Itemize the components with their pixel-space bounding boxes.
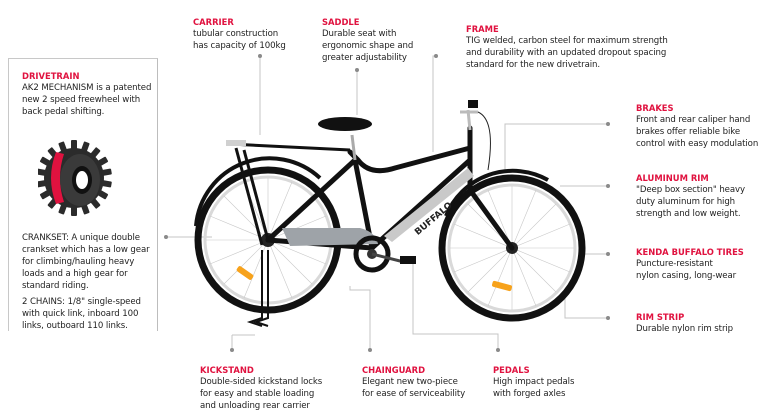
- callout-text: AK2 MECHANISM is a patented new 2 speed …: [22, 83, 152, 117]
- callout-title: CHAINGUARD: [362, 365, 426, 375]
- callout-title: DRIVETRAIN: [22, 71, 80, 81]
- callout-pedals: PEDALS High impact pedals with forged ax…: [493, 364, 574, 400]
- callout-text: "Deep box section" heavy duty aluminum f…: [636, 185, 746, 219]
- callout-saddle: SADDLE Durable seat with ergonomic shape…: [322, 16, 413, 64]
- callout-aluminum-rim: ALUMINUM RIM "Deep box section" heavy du…: [636, 172, 745, 220]
- callout-frame: FRAME TIG welded, carbon steel for maxim…: [466, 23, 668, 71]
- callout-text: Durable nylon rim strip: [636, 324, 734, 334]
- callout-rim-strip: RIM STRIP Durable nylon rim strip: [636, 311, 733, 335]
- callout-text: CRANKSET: A unique double crankset which…: [22, 233, 150, 291]
- callout-text: tubular construction has capacity of 100…: [193, 29, 286, 51]
- callout-text: Front and rear caliper hand brakes offer…: [636, 115, 759, 149]
- callout-chainguard: CHAINGUARD Elegant new two-piece for eas…: [362, 364, 465, 400]
- callout-text: Puncture-resistant nylon casing, long-we…: [636, 259, 737, 281]
- callout-title: ALUMINUM RIM: [636, 173, 709, 183]
- callout-text: Durable seat with ergonomic shape and gr…: [322, 29, 414, 63]
- callout-title: PEDALS: [493, 365, 530, 375]
- callout-drivetrain: DRIVETRAIN AK2 MECHANISM is a patented n…: [22, 70, 151, 118]
- callout-title: SADDLE: [322, 17, 360, 27]
- callout-title: RIM STRIP: [636, 312, 685, 322]
- callout-text: TIG welded, carbon steel for maximum str…: [466, 36, 668, 70]
- callout-kenda-tires: KENDA BUFFALO TIRES Puncture-resistant n…: [636, 246, 744, 282]
- callout-text: Double-sided kickstand locks for easy an…: [200, 377, 323, 411]
- freewheel-gear-image: [38, 140, 112, 216]
- callout-title: KICKSTAND: [200, 365, 254, 375]
- callout-title: KENDA BUFFALO TIRES: [636, 247, 744, 257]
- callout-crankset: CRANKSET: A unique double crankset which…: [22, 232, 150, 292]
- callout-title: BRAKES: [636, 103, 674, 113]
- callout-title: FRAME: [466, 24, 499, 34]
- callout-chains: 2 CHAINS: 1/8" single-speed with quick l…: [22, 296, 141, 332]
- callout-text: Elegant new two-piece for ease of servic…: [362, 377, 466, 399]
- callout-title: CARRIER: [193, 17, 234, 27]
- callout-carrier: CARRIER tubular construction has capacit…: [193, 16, 286, 52]
- callout-brakes: BRAKES Front and rear caliper hand brake…: [636, 102, 758, 150]
- front-wheel: [438, 168, 586, 322]
- callout-text: 2 CHAINS: 1/8" single-speed with quick l…: [22, 297, 141, 331]
- callout-kickstand: KICKSTAND Double-sided kickstand locks f…: [200, 364, 322, 412]
- callout-text: High impact pedals with forged axles: [493, 377, 575, 399]
